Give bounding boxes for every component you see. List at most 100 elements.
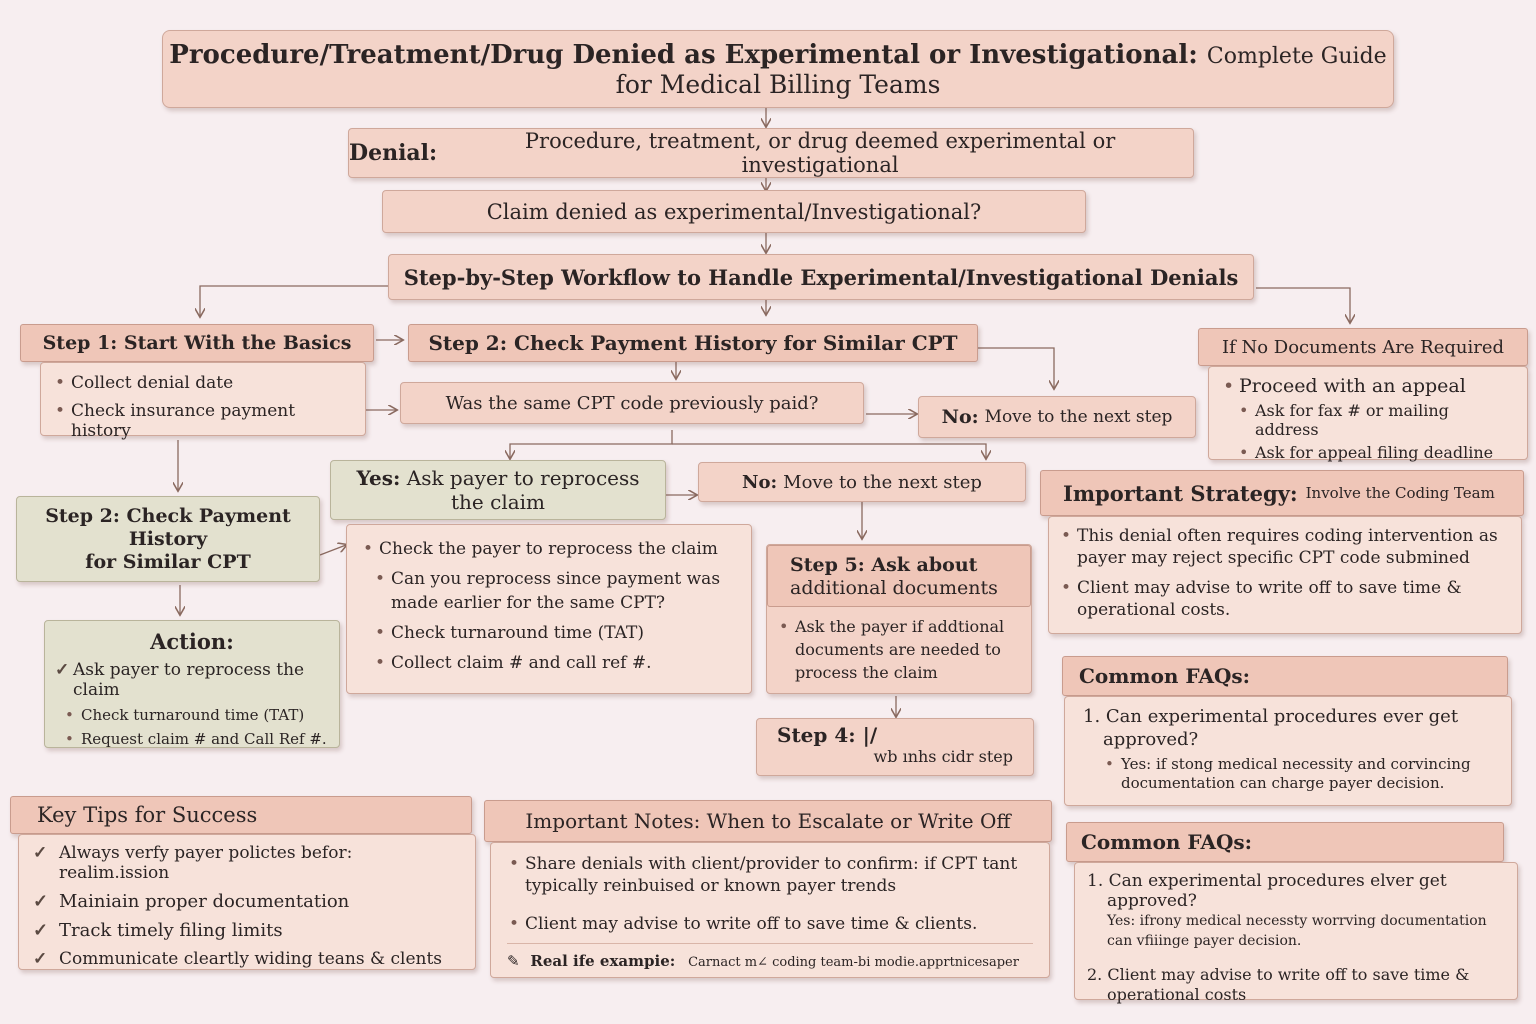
faq2-answer1: Yes: ifrony medical necessty worrving do…: [1107, 913, 1487, 949]
step2-left-box: Step 2: Check Payment History for Simila…: [16, 496, 320, 582]
step5-title-1: Step 5: Ask about: [790, 554, 978, 576]
strategy-title: Important Strategy:: [1063, 480, 1298, 506]
strategy-header: Important Strategy: Involve the Coding T…: [1040, 470, 1524, 516]
step2-title: Step 2: Check Payment History for Simila…: [428, 331, 958, 355]
list-item: Collect claim # and call ref #.: [373, 651, 737, 675]
claim-question-box: Claim denied as experimental/Investigati…: [382, 190, 1086, 233]
step2-header: Step 2: Check Payment History for Simila…: [408, 324, 978, 362]
tips-list: Always verfy payer polictes befor: reali…: [33, 843, 461, 969]
workflow-box: Step-by-Step Workflow to Handle Experime…: [388, 254, 1254, 300]
faq2-box: 1. Can experimental procedures elver get…: [1074, 862, 1518, 1004]
yes-list: Check the payer to reprocess the claim C…: [361, 537, 737, 675]
list-item: Proceed with an appeal: [1221, 375, 1515, 397]
no-right-text: Move to the next step: [984, 407, 1173, 427]
cpt-question-box: Was the same CPT code previously paid?: [400, 382, 864, 424]
list-item: Communicate cleartly widing teans & clen…: [33, 949, 461, 969]
list-item: Ask the payer if addtional documents are…: [777, 615, 1021, 684]
title-banner: Procedure/Treatment/Drug Denied as Exper…: [162, 30, 1394, 108]
list-item: Share denials with client/provider to co…: [507, 853, 1033, 897]
step5-title-2: additional documents: [790, 577, 998, 599]
denial-text: Procedure, treatment, or drug deemed exp…: [524, 129, 1116, 177]
step2-left-line2: History: [128, 527, 208, 550]
list-item: Can you reprocess since payment was made…: [373, 567, 737, 615]
faq2-title: Common FAQs:: [1081, 830, 1253, 854]
list-item: Mainiain proper documentation: [33, 891, 461, 912]
example-text: Carnact m∠ coding team-bi modie.apprtnic…: [688, 955, 1019, 970]
step5-list: Ask the payer if addtional documents are…: [767, 607, 1031, 692]
no-mid-text: Move to the next step: [783, 471, 982, 493]
list-item: This denial often requires coding interv…: [1059, 525, 1511, 569]
notes-list: Share denials with client/provider to co…: [507, 853, 1033, 935]
step1-header: Step 1: Start With the Basics: [20, 324, 374, 362]
list-item: Collect denial date: [53, 373, 353, 393]
notes-title: Important Notes: When to Escalate or Wri…: [525, 809, 1011, 833]
faq2-header: Common FAQs:: [1066, 822, 1504, 862]
yes-line2: the claim: [451, 490, 545, 514]
yes-label: Yes:: [356, 466, 401, 490]
faq1-title: Common FAQs:: [1079, 664, 1251, 688]
list-item: Request claim # and Call Ref #.: [63, 730, 329, 748]
list-item: Ask payer to reprocess the claim: [55, 660, 329, 700]
workflow-text: Step-by-Step Workflow to Handle Experime…: [403, 264, 1239, 290]
faq1-answer-list: Yes: if stong medical necessity and corv…: [1083, 755, 1493, 793]
yes-list-box: Check the payer to reprocess the claim C…: [346, 524, 752, 694]
no-docs-title: If No Documents Are Required: [1221, 336, 1505, 358]
denial-label: Denial:: [349, 140, 438, 166]
list-item: Check the payer to reprocess the claim: [361, 537, 737, 561]
list-item: Client may advise to write off to save t…: [1059, 577, 1511, 621]
list-item: Ask for fax # or mailing address: [1237, 401, 1515, 439]
step2-left-line1: Step 2: Check Payment: [45, 504, 291, 527]
list-item: Check turnaround time (TAT): [373, 621, 737, 645]
notes-box: Share denials with client/provider to co…: [490, 842, 1050, 978]
yes-header-box: Yes: Ask payer to reprocess the claim: [330, 460, 666, 520]
list-item: Client may advise to write off to save t…: [507, 913, 1033, 935]
cpt-question-text: Was the same CPT code previously paid?: [445, 392, 819, 414]
title-main: Procedure/Treatment/Drug Denied as Exper…: [169, 39, 1198, 70]
no-right-box: No: Move to the next step: [918, 396, 1196, 438]
no-mid-box: No: Move to the next step: [698, 462, 1026, 502]
list-item: Ask for appeal filing deadline: [1237, 443, 1515, 462]
step4-sub: wb ınhs cidr step: [873, 747, 1013, 766]
list-item: Always verfy payer polictes befor: reali…: [33, 843, 461, 883]
step4-title: Step 4: |/: [777, 723, 878, 747]
action-list: Ask payer to reprocess the claim Check t…: [55, 660, 329, 748]
step4-box: Step 4: |/ wb ınhs cidr step: [756, 718, 1034, 776]
faq2-question1: 1. Can experimental procedures elver get…: [1087, 871, 1447, 911]
step1-list-box: Collect denial date Check insurance paym…: [40, 362, 366, 441]
step5-box: Step 5: Ask about additional documents A…: [766, 544, 1032, 694]
claim-question-text: Claim denied as experimental/Investigati…: [486, 199, 982, 224]
notes-example: ✎ Real ife exampie: Carnact m∠ coding te…: [507, 943, 1033, 974]
list-item: Check turnaround time (TAT): [63, 706, 329, 724]
faq1-header: Common FAQs:: [1062, 656, 1508, 696]
strategy-box: This denial often requires coding interv…: [1048, 516, 1522, 634]
pencil-icon: ✎: [507, 952, 520, 970]
faq1-answer: Yes: if stong medical necessity and corv…: [1103, 755, 1493, 793]
tips-title: Key Tips for Success: [37, 803, 258, 827]
tips-box: Always verfy payer polictes befor: reali…: [18, 834, 476, 970]
no-docs-list: Proceed with an appeal Ask for fax # or …: [1221, 375, 1515, 462]
no-mid-label: No:: [742, 471, 778, 493]
faq1-question: 1. Can experimental procedures ever get …: [1083, 706, 1459, 750]
step2-left-line3: for Similar CPT: [85, 550, 251, 573]
denial-box: Denial: Procedure, treatment, or drug de…: [348, 128, 1194, 178]
no-right-label: No:: [941, 406, 979, 428]
faq1-box: 1. Can experimental procedures ever get …: [1064, 696, 1512, 806]
example-label: Real ife exampie:: [530, 952, 676, 970]
list-item: Track timely filing limits: [33, 920, 461, 941]
action-box: Action: Ask payer to reprocess the claim…: [44, 620, 340, 748]
step1-title: Step 1: Start With the Basics: [42, 332, 352, 354]
step5-header: Step 5: Ask about additional documents: [767, 545, 1031, 607]
title-line2: for Medical Billing Teams: [615, 69, 941, 99]
tips-header: Key Tips for Success: [10, 796, 472, 834]
strategy-tail: Involve the Coding Team: [1305, 484, 1495, 502]
strategy-list: This denial often requires coding interv…: [1059, 525, 1511, 621]
faq2-question2: 2. Client may advise to write off to sav…: [1087, 965, 1470, 1004]
title-tail: Complete Guide: [1206, 43, 1387, 69]
notes-header: Important Notes: When to Escalate or Wri…: [484, 800, 1052, 842]
list-item: Check insurance payment history: [53, 401, 353, 441]
yes-line1: Ask payer to reprocess: [406, 466, 640, 490]
step1-list: Collect denial date Check insurance paym…: [53, 373, 353, 441]
action-title: Action:: [150, 629, 234, 654]
no-docs-box: Proceed with an appeal Ask for fax # or …: [1208, 366, 1528, 462]
no-docs-header: If No Documents Are Required: [1198, 328, 1528, 366]
